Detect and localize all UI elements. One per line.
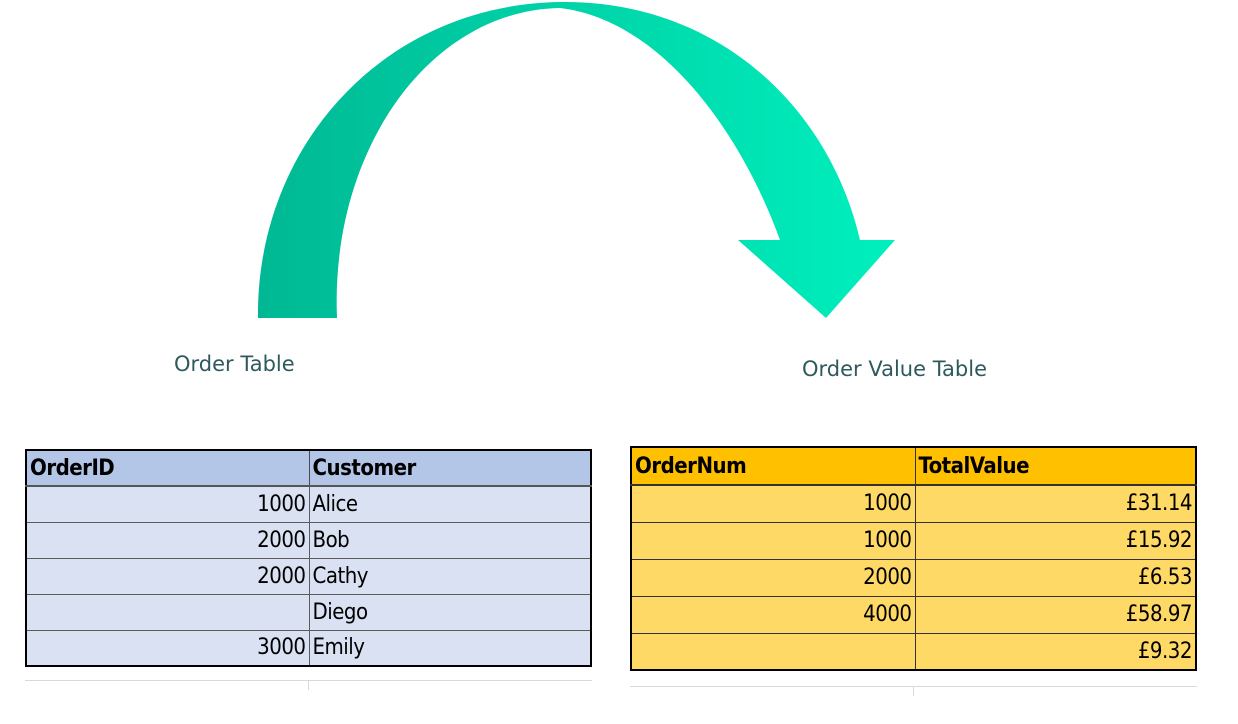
- orderid-cell: 3000: [25, 629, 310, 667]
- orderid-cell: 2000: [25, 557, 310, 595]
- column-header-ordernum: OrderNum: [630, 446, 916, 486]
- table-row: £9.32: [630, 632, 1197, 671]
- table-row: 4000 £58.97: [630, 595, 1197, 634]
- totalvalue-cell: £9.32: [914, 632, 1197, 671]
- orderid-cell: 1000: [25, 485, 310, 523]
- customer-cell: Alice: [308, 485, 592, 523]
- column-header-customer: Customer: [308, 449, 592, 487]
- ordernum-cell: 2000: [630, 558, 916, 597]
- ordernum-cell: 1000: [630, 484, 916, 523]
- ordernum-cell: [630, 632, 916, 671]
- order-table-header-row: OrderID Customer: [25, 449, 592, 487]
- totalvalue-cell: £6.53: [914, 558, 1197, 597]
- table-row: 2000 £6.53: [630, 558, 1197, 597]
- gridline: [913, 686, 914, 696]
- table-row: 1000 £15.92: [630, 521, 1197, 560]
- curved-arrow-icon: [257, 1, 895, 319]
- table-row: 1000 Alice: [25, 485, 592, 523]
- table-row: Diego: [25, 593, 592, 631]
- order-value-table-caption: Order Value Table: [802, 357, 988, 381]
- totalvalue-cell: £15.92: [914, 521, 1197, 560]
- table-row: 3000 Emily: [25, 629, 592, 667]
- order-table-caption: Order Table: [174, 352, 295, 376]
- customer-cell: Cathy: [308, 557, 592, 595]
- customer-cell: Diego: [308, 593, 592, 631]
- table-row: 1000 £31.14: [630, 484, 1197, 523]
- orderid-cell: [25, 593, 310, 631]
- customer-cell: Emily: [308, 629, 592, 667]
- ordernum-cell: 4000: [630, 595, 916, 634]
- table-row: 2000 Cathy: [25, 557, 592, 595]
- order-value-table: OrderNum TotalValue 1000 £31.14 1000 £15…: [630, 446, 1197, 671]
- orderid-cell: 2000: [25, 521, 310, 559]
- totalvalue-cell: £58.97: [914, 595, 1197, 634]
- column-header-totalvalue: TotalValue: [914, 446, 1197, 486]
- totalvalue-cell: £31.14: [914, 484, 1197, 523]
- table-row: 2000 Bob: [25, 521, 592, 559]
- ordernum-cell: 1000: [630, 521, 916, 560]
- value-table-header-row: OrderNum TotalValue: [630, 446, 1197, 486]
- order-table: OrderID Customer 1000 Alice 2000 Bob 200…: [25, 449, 592, 667]
- column-header-orderid: OrderID: [25, 449, 310, 487]
- arrow-body: [257, 1, 895, 319]
- gridline: [308, 680, 309, 690]
- customer-cell: Bob: [308, 521, 592, 559]
